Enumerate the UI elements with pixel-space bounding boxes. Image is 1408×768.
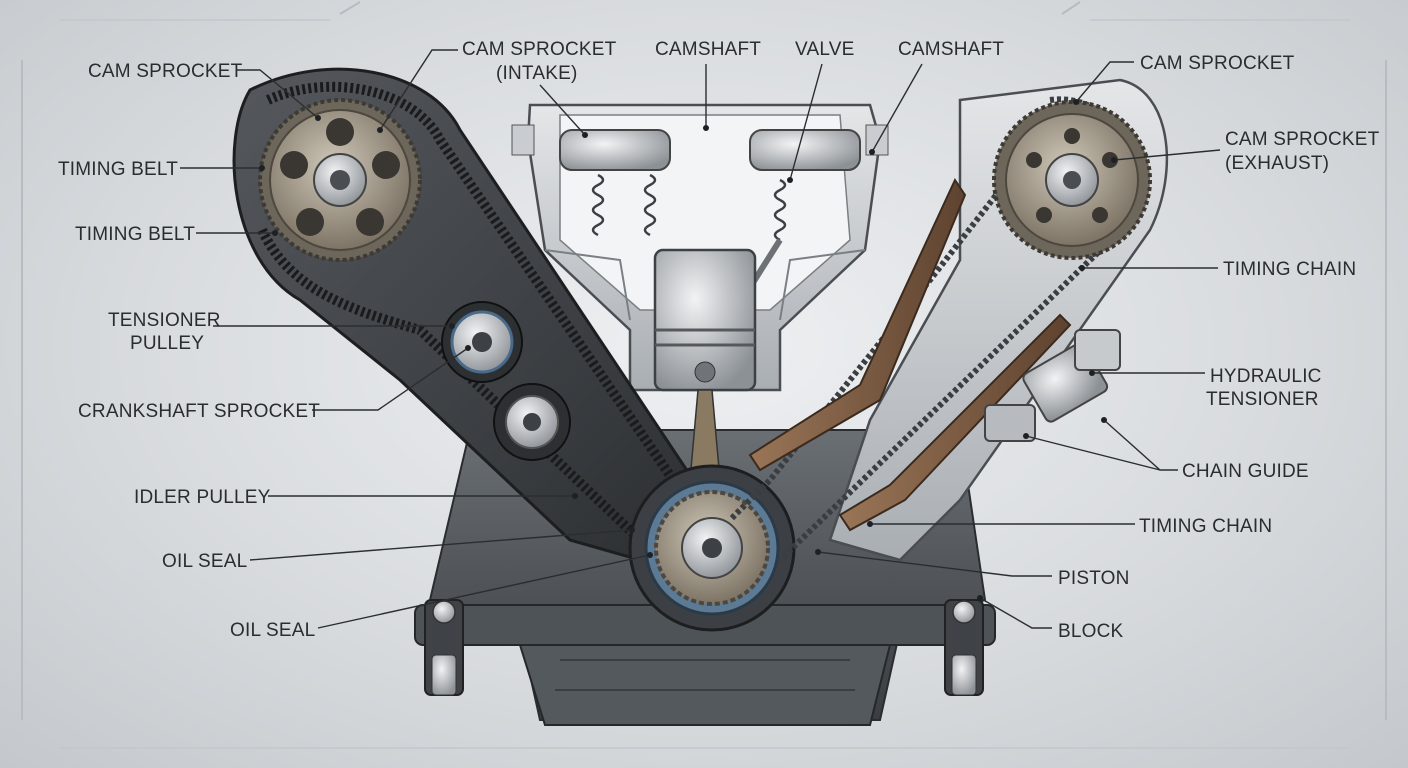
label-cam-sprocket-exhaust-2: (EXHAUST) — [1225, 153, 1329, 174]
timing-belt-upper — [265, 81, 685, 493]
chain-guides — [748, 177, 1072, 532]
label-piston: PISTON — [1058, 568, 1130, 589]
label-hydraulic-tensioner-1: HYDRAULIC — [1210, 366, 1322, 387]
tensioner-pulley — [441, 301, 523, 383]
label-tensioner-pulley-2: PULLEY — [130, 333, 204, 354]
camshaft-exhaust — [749, 129, 861, 171]
label-cam-sprocket-exhaust-1: CAM SPROCKET — [1225, 129, 1380, 150]
label-idler-pulley: IDLER PULLEY — [134, 487, 271, 508]
label-camshaft-1: CAMSHAFT — [655, 39, 761, 60]
label-tensioner-pulley-1: TENSIONER — [108, 310, 221, 331]
crankshaft-sprocket — [628, 464, 796, 632]
label-timing-chain-1: TIMING CHAIN — [1223, 259, 1356, 280]
camshaft-intake — [559, 129, 671, 171]
piston-assembly — [653, 248, 757, 481]
label-camshaft-2: CAMSHAFT — [898, 39, 1004, 60]
label-timing-chain-2: TIMING CHAIN — [1139, 516, 1272, 537]
mount-left — [424, 599, 464, 696]
cam-sprocket-right — [992, 100, 1152, 260]
label-cam-sprocket-intake-1: CAM SPROCKET — [462, 39, 617, 60]
labels: CAM SPROCKET TIMING BELT TIMING BELT TEN… — [58, 39, 1380, 642]
frame — [21, 1, 1387, 749]
mount-right — [944, 599, 984, 696]
label-timing-belt-2: TIMING BELT — [75, 224, 195, 245]
leader-lines — [180, 49, 1221, 629]
label-valve: VALVE — [795, 39, 854, 60]
idler-pulley — [493, 383, 571, 461]
label-chain-guide: CHAIN GUIDE — [1182, 461, 1309, 482]
label-block: BLOCK — [1058, 621, 1124, 642]
cam-sprocket-left — [258, 98, 422, 262]
timing-belt-lower — [257, 227, 644, 544]
label-cam-sprocket-left: CAM SPROCKET — [88, 61, 243, 82]
label-oil-seal-1: OIL SEAL — [162, 551, 247, 572]
label-oil-seal-2: OIL SEAL — [230, 620, 315, 641]
label-cam-sprocket-right: CAM SPROCKET — [1140, 53, 1295, 74]
timing-chain-inner — [727, 188, 1003, 523]
hydraulic-tensioner — [984, 329, 1121, 442]
label-crankshaft-sprocket: CRANKSHAFT SPROCKET — [78, 401, 320, 422]
label-cam-sprocket-intake-2: (INTAKE) — [496, 63, 577, 84]
label-timing-belt-1: TIMING BELT — [58, 159, 178, 180]
label-hydraulic-tensioner-2: TENSIONER — [1206, 389, 1319, 410]
